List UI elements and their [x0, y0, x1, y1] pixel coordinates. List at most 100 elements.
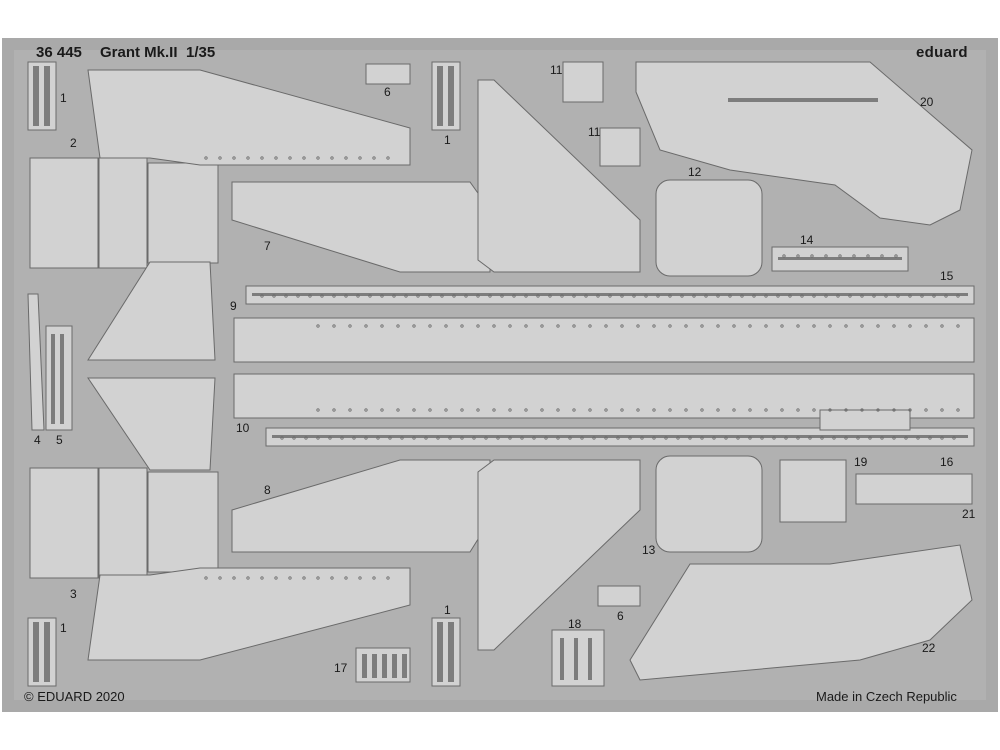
rivet: [716, 294, 720, 298]
rivet: [386, 156, 390, 160]
rivet: [736, 436, 740, 440]
rivet: [668, 408, 672, 412]
rivet: [572, 408, 576, 412]
rivet: [274, 156, 278, 160]
rivet: [856, 436, 860, 440]
rivet: [316, 324, 320, 328]
rivet: [620, 324, 624, 328]
part-label-14: 14: [800, 233, 814, 247]
rivet: [824, 294, 828, 298]
rivet: [764, 408, 768, 412]
rivet: [924, 324, 928, 328]
rivet: [940, 436, 944, 440]
rivet: [436, 436, 440, 440]
part-2-lower-panel: [87, 261, 216, 361]
part-label-20: 20: [920, 95, 934, 109]
part-upper-wing: [87, 69, 411, 166]
rivet: [484, 436, 488, 440]
part-label-18: 18: [568, 617, 582, 631]
part-10-groove: [272, 435, 968, 438]
rivet: [724, 436, 728, 440]
rivet: [316, 156, 320, 160]
part-17-slot-a: [362, 654, 367, 678]
part-7: [231, 181, 491, 273]
rivet: [684, 408, 688, 412]
rivet: [676, 436, 680, 440]
rivet: [260, 156, 264, 160]
rivet: [284, 294, 288, 298]
rivet: [296, 294, 300, 298]
rivet: [640, 436, 644, 440]
rivet: [796, 254, 800, 258]
brand-logo: eduard: [916, 44, 968, 61]
part-2-box-c: [147, 162, 219, 264]
rivet: [628, 436, 632, 440]
rivet: [344, 294, 348, 298]
rivet: [880, 436, 884, 440]
part-8: [231, 459, 491, 553]
rivet: [716, 324, 720, 328]
rivet: [400, 436, 404, 440]
part-5: [45, 325, 73, 431]
part-lower-triangle: [477, 459, 641, 651]
rivet: [956, 294, 960, 298]
rivet: [810, 254, 814, 258]
part-label-11: 11: [588, 125, 601, 139]
rivet: [330, 576, 334, 580]
rivet: [764, 294, 768, 298]
rivet: [352, 436, 356, 440]
rivet: [838, 254, 842, 258]
rivet: [760, 436, 764, 440]
rivet: [588, 408, 592, 412]
rivet: [896, 294, 900, 298]
rivet: [358, 576, 362, 580]
rivet: [784, 436, 788, 440]
rivet: [892, 436, 896, 440]
rivet: [860, 324, 864, 328]
part-lower-wing: [87, 567, 411, 661]
rivet: [716, 408, 720, 412]
rivet: [712, 436, 716, 440]
rivet: [652, 408, 656, 412]
part-1-ridge-h: [448, 622, 454, 682]
rivet: [776, 294, 780, 298]
part-label-1: 1: [444, 603, 451, 617]
part-18-slot-c: [588, 638, 592, 680]
part-3-box-c: [147, 471, 219, 573]
rivet: [404, 294, 408, 298]
part-1-top-middle: [431, 61, 461, 131]
rivet: [218, 576, 222, 580]
rivet: [280, 436, 284, 440]
rivet: [740, 294, 744, 298]
rivet: [780, 408, 784, 412]
rivet: [460, 436, 464, 440]
rivet: [668, 324, 672, 328]
part-1-ridge-b: [44, 66, 50, 126]
rivet: [928, 436, 932, 440]
part-1-bottom-left: [27, 617, 57, 687]
rivet: [880, 254, 884, 258]
rivet: [272, 294, 276, 298]
rivet: [860, 408, 864, 412]
rivet: [460, 408, 464, 412]
rivet: [460, 324, 464, 328]
part-20: [635, 61, 973, 226]
rivet: [232, 576, 236, 580]
rivet: [796, 324, 800, 328]
rivet: [644, 294, 648, 298]
rivet: [302, 576, 306, 580]
rivet: [704, 294, 708, 298]
rivet: [428, 408, 432, 412]
rivet: [796, 408, 800, 412]
part-6-top: [365, 63, 411, 85]
part-long-panel-lower: [233, 373, 975, 419]
rivet: [732, 408, 736, 412]
rivet: [852, 254, 856, 258]
part-label-2: 2: [70, 136, 77, 150]
rivet: [380, 408, 384, 412]
rivet: [604, 324, 608, 328]
rivet: [908, 294, 912, 298]
rivet: [556, 408, 560, 412]
rivet: [884, 294, 888, 298]
